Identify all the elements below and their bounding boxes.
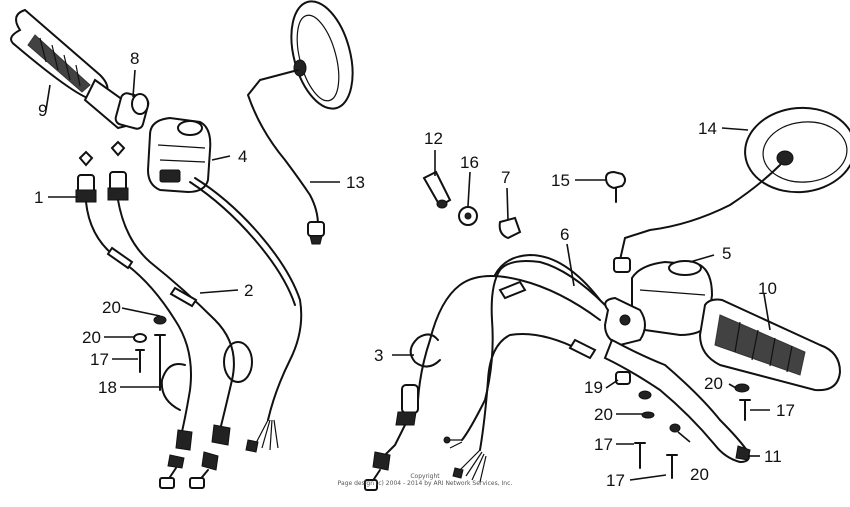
callout-19: 19 [584,378,603,397]
left-cable-adjusters[interactable] [75,140,129,203]
callout-17a: 17 [90,350,109,369]
right-cables[interactable] [364,254,606,491]
callout-13: 13 [346,173,365,192]
callout-17c: 17 [606,471,625,490]
copyright-line-1: Copyright [410,473,440,480]
left-switch-housing[interactable] [146,116,212,194]
front-brake-lever[interactable] [603,296,751,464]
callout-20d: 20 [690,465,709,484]
right-mirror[interactable] [613,103,850,273]
callout-20b: 20 [82,328,101,347]
callout-10: 10 [758,279,777,298]
callout-6: 6 [560,225,569,244]
left-lever-hardware[interactable] [133,315,167,391]
left-mirror[interactable] [247,0,363,245]
right-grip[interactable] [698,298,842,392]
copyright-notice: Copyright Page design (c) 2004 - 2014 by… [338,473,513,487]
callout-17b: 17 [594,435,613,454]
callout-14: 14 [698,119,717,138]
callout-17d: 17 [776,401,795,420]
callout-11: 11 [764,447,782,466]
callout-5: 5 [722,244,731,263]
loose-small-parts[interactable] [422,170,626,240]
copyright-line-2: Page design (c) 2004 - 2014 by ARI Netwo… [338,480,513,487]
callout-2: 2 [244,281,253,300]
callout-20c: 20 [594,405,613,424]
callout-3: 3 [374,346,383,365]
leader-lines [45,69,771,481]
throttle-tube[interactable] [114,92,150,130]
left-grip[interactable] [10,8,136,130]
callout-15: 15 [551,171,570,190]
callout-20a: 20 [102,298,121,317]
callout-20e: 20 [704,374,723,393]
callout-8: 8 [130,49,139,68]
callout-1: 1 [34,188,43,207]
callout-16: 16 [460,153,479,172]
callout-labels: 9 8 4 1 2 20 20 17 18 13 12 16 7 15 14 6… [34,49,795,490]
left-switch-wiring[interactable] [189,177,303,453]
callout-7: 7 [501,168,510,187]
callout-9: 9 [38,101,47,120]
callout-4: 4 [238,147,247,166]
left-throttle-cables[interactable] [85,199,253,489]
callout-18: 18 [98,378,117,397]
right-switch-housing[interactable] [631,260,714,337]
callout-12: 12 [424,129,443,148]
